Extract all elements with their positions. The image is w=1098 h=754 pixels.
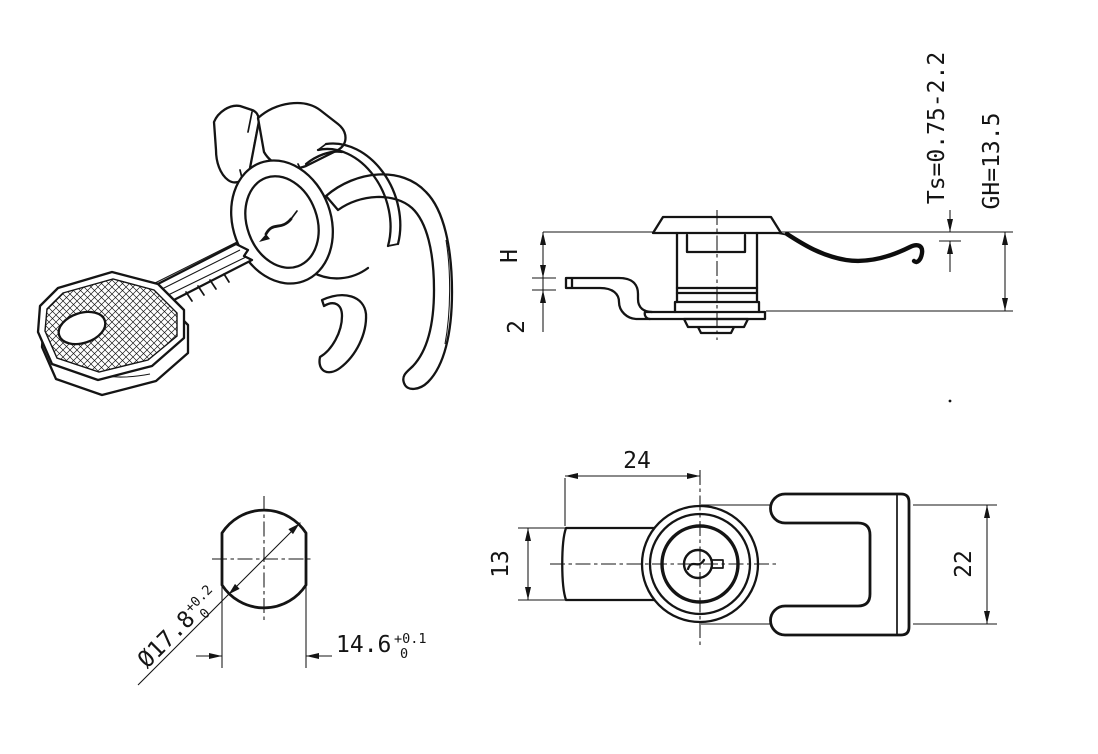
spring-clip	[784, 231, 925, 265]
dim-13-label: 13	[488, 550, 514, 578]
dim-ts-arrow-top	[947, 219, 953, 232]
dim-dia-label-group: Ø17.8 +0.2 0	[133, 582, 216, 674]
dim-width-tol-lower: 0	[400, 646, 408, 662]
dim-gh-arrow-bottom	[1002, 298, 1008, 311]
iso-keyhole-notch	[259, 234, 270, 242]
dim-22-label: 22	[951, 550, 977, 578]
iso-wing-slot-lines	[239, 111, 307, 187]
dim-fork-extensions	[913, 504, 997, 625]
iso-wing-knob-left	[212, 104, 260, 184]
key-head-hatch-face	[44, 278, 178, 373]
iso-cam-lower-finger	[318, 294, 368, 374]
iso-flange-edges	[317, 143, 399, 247]
dim-24-label: 24	[623, 448, 651, 474]
dim-22-arrow-bottom	[984, 611, 990, 624]
iso-lock-face	[230, 159, 334, 285]
dim-24-arrow-right	[687, 473, 700, 479]
iso-keyhole	[264, 217, 293, 236]
side-recess	[685, 233, 747, 254]
stray-dot	[948, 399, 952, 403]
isometric-view	[36, 101, 454, 397]
dim-dia-label: Ø17.8	[133, 606, 200, 673]
front-view: 24 13 22	[488, 448, 997, 648]
dim-13-arrow-bottom	[525, 587, 531, 600]
dim-dia-leader	[137, 522, 301, 686]
dim-2-label: 2	[504, 320, 530, 334]
dim-ts-arrow-bottom	[947, 241, 953, 254]
fork-clip	[769, 492, 911, 637]
iso-cam-hook	[324, 173, 454, 391]
iso-wing-knob-right	[256, 101, 347, 170]
dim-width-arrow-left	[209, 653, 222, 659]
dim-width-arrow-right	[306, 653, 319, 659]
key-shaft-grooves	[152, 241, 247, 299]
dim-h-arrow-top	[540, 232, 546, 245]
key-shaft-teeth	[185, 273, 230, 302]
side-body	[675, 231, 759, 304]
iso-face-outer-ring	[230, 159, 334, 285]
dim-ts-label: Ts=0.75-2.2	[924, 52, 950, 204]
dim-24-arrow-left	[565, 473, 578, 479]
iso-face-inner-ring	[244, 175, 320, 269]
dim-h-arrow-bottom	[540, 265, 546, 278]
iso-hook-inner-edge	[444, 239, 451, 345]
side-nut	[682, 317, 750, 335]
dim-dia-arrow-ll	[228, 583, 240, 595]
side-view: H 2 Ts=0.75-2.2 GH=13.5	[497, 52, 1013, 403]
dim-13-extensions	[518, 527, 572, 601]
profile-section-view: Ø17.8 +0.2 0 14.6 +0.1 0	[133, 496, 427, 686]
cam-arm	[564, 276, 654, 321]
dim-dia-tol-lower: 0	[197, 605, 214, 622]
iso-cylinder-top	[304, 150, 344, 166]
dim-dia-arrow-ur	[288, 523, 300, 535]
dim-width-extensions	[221, 585, 307, 668]
dim-h-ticks	[532, 277, 556, 291]
dim-gh-label: GH=13.5	[979, 113, 1005, 210]
iso-keyhole-tick	[290, 210, 298, 220]
front-keyhole	[686, 558, 706, 571]
dim-22-arrow-top	[984, 505, 990, 518]
dim-gh-arrow-top	[1002, 232, 1008, 245]
dim-width-label: 14.6	[336, 632, 391, 658]
dim-13-arrow-top	[525, 528, 531, 541]
iso-flange-arc-outer	[324, 142, 402, 246]
dim-width-tol-upper: +0.1	[394, 631, 427, 647]
dim-h-label: H	[497, 249, 523, 263]
iso-flange-arc	[316, 147, 392, 248]
key-head-hole	[57, 310, 107, 346]
dim-2-arrow	[540, 290, 546, 303]
